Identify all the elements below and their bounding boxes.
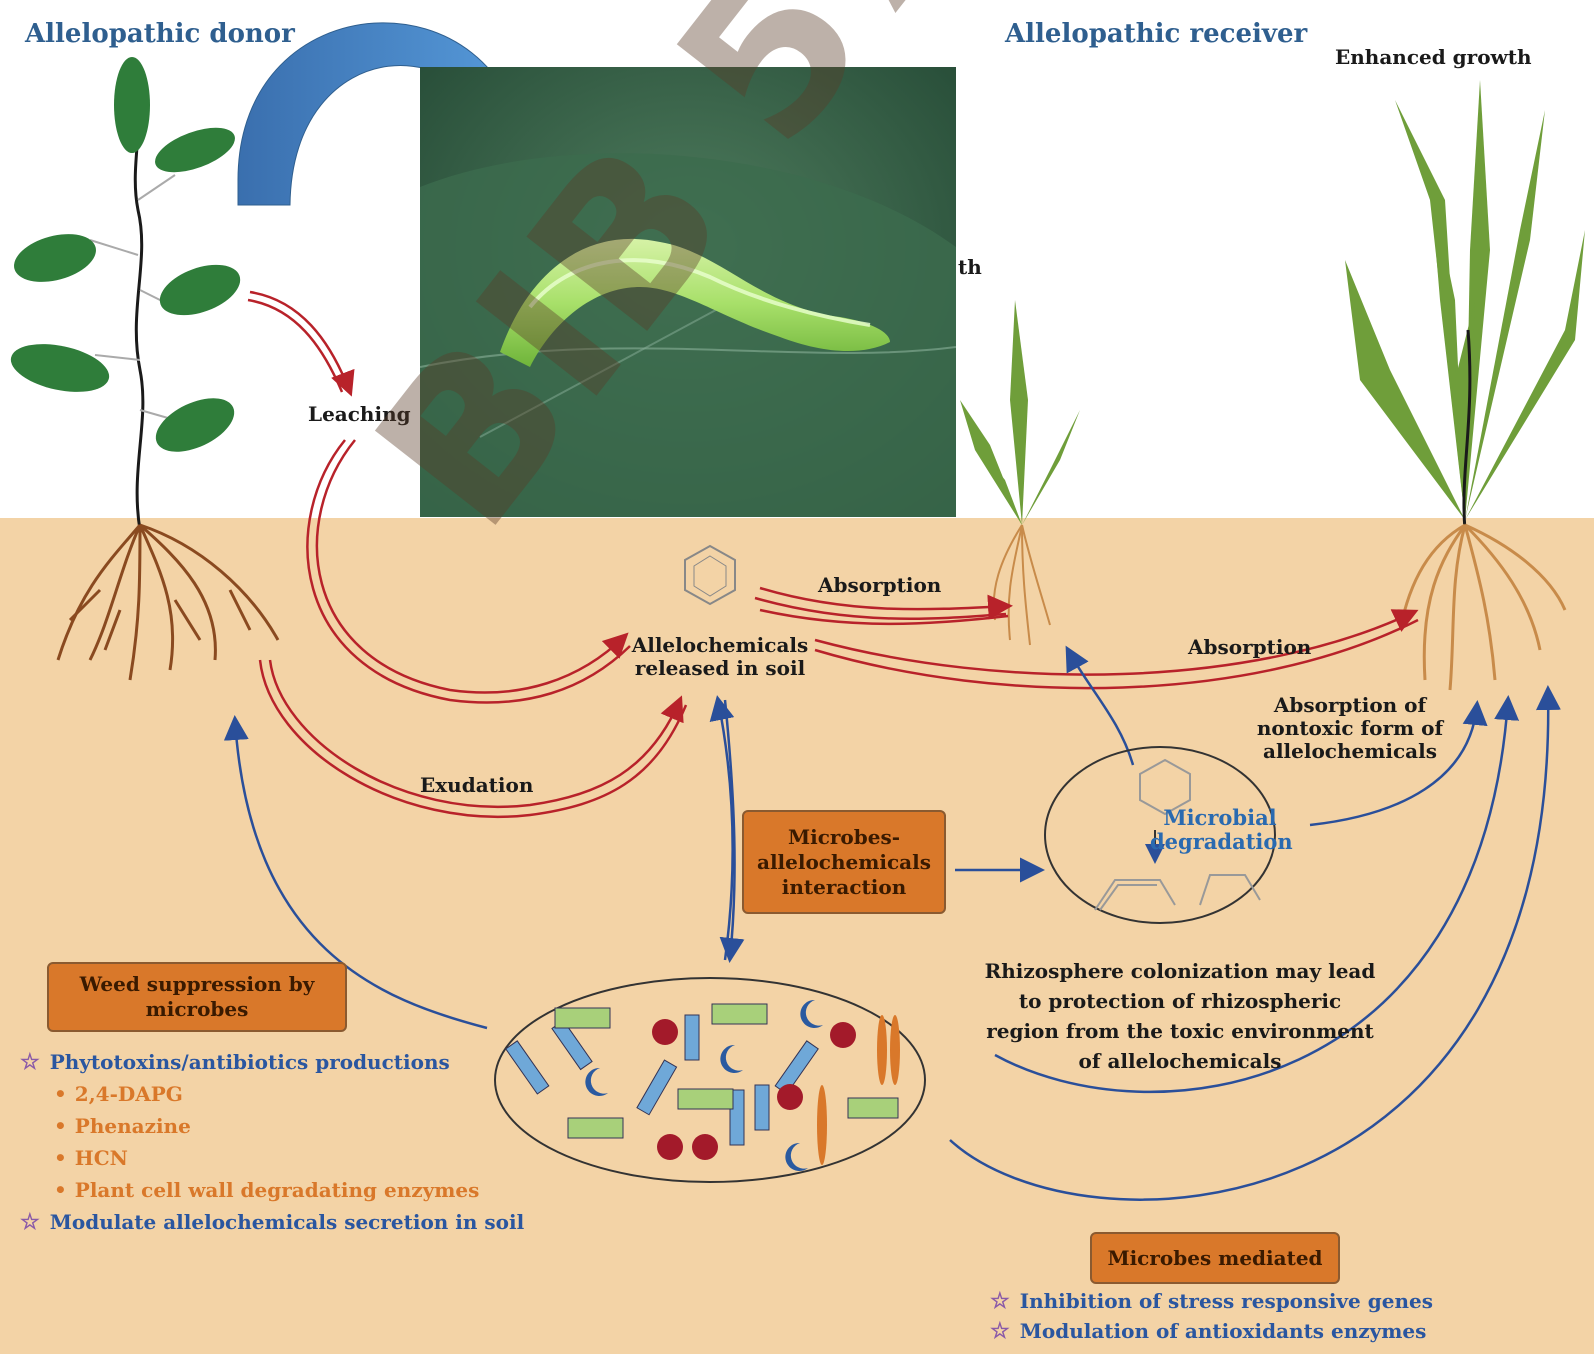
released-line-1: Allelochemicals (620, 634, 820, 657)
mediated-list: ☆Inhibition of stress responsive genes ☆… (990, 1286, 1433, 1346)
bullet-icon: • (54, 1082, 67, 1106)
absorption-label-2: Absorption (1188, 636, 1311, 659)
interaction-line-2: allelochemicals (757, 850, 931, 875)
leaching-label: Leaching (308, 403, 411, 426)
released-line-2: released in soil (620, 657, 820, 680)
allelochemicals-released-label: Allelochemicals released in soil (620, 634, 820, 680)
absorption-nontoxic-label: Absorption of nontoxic form of alleloche… (1250, 694, 1450, 763)
star-outline-icon: ☆ (990, 1318, 1010, 1344)
weed-list: ☆Phytotoxins/antibiotics productions •2,… (20, 1046, 524, 1238)
microbial-line-1: Microbial (1150, 806, 1290, 830)
enhanced-growth-label: Enhanced growth (1335, 46, 1532, 69)
list-item: ☆Phytotoxins/antibiotics productions (20, 1046, 524, 1078)
interaction-line-3: interaction (782, 875, 907, 900)
nontoxic-line-3: allelochemicals (1250, 740, 1450, 763)
inhibited-grass (960, 300, 1080, 525)
receiver-title: Allelopathic receiver (1005, 20, 1307, 50)
bullet-icon: • (54, 1146, 67, 1170)
list-item: •Plant cell wall degradating enzymes (20, 1174, 524, 1206)
star-outline-icon: ☆ (20, 1049, 40, 1075)
interaction-box: Microbes- allelochemicals interaction (742, 810, 946, 914)
rhizo-line-3: region from the toxic environment (980, 1016, 1380, 1046)
microbial-line-2: degradation (1150, 830, 1290, 854)
list-item: ☆Modulation of antioxidants enzymes (990, 1316, 1433, 1346)
donor-plant (7, 57, 247, 530)
interaction-line-1: Microbes- (788, 825, 900, 850)
caterpillar-photo (420, 67, 956, 517)
exudation-label: Exudation (420, 774, 533, 797)
rhizo-line-2: to protection of rhizospheric (980, 986, 1380, 1016)
list-item: ☆Modulate allelochemicals secretion in s… (20, 1206, 524, 1238)
list-item: ☆Inhibition of stress responsive genes (990, 1286, 1433, 1316)
bullet-icon: • (54, 1178, 67, 1202)
nontoxic-line-1: Absorption of (1250, 694, 1450, 717)
weed-line-2: microbes (146, 997, 249, 1022)
rhizosphere-label: Rhizosphere colonization may lead to pro… (980, 956, 1380, 1076)
star-outline-icon: ☆ (20, 1209, 40, 1235)
nontoxic-line-2: nontoxic form of (1250, 717, 1450, 740)
rhizo-line-4: of allelochemicals (980, 1046, 1380, 1076)
list-item: •HCN (20, 1142, 524, 1174)
partial-growth-label: th (958, 256, 982, 279)
microbial-degradation-label: Microbial degradation (1150, 806, 1290, 854)
list-item: •2,4-DAPG (20, 1078, 524, 1110)
donor-title: Allelopathic donor (25, 20, 295, 50)
absorption-label-1: Absorption (818, 574, 941, 597)
microbes-mediated-box: Microbes mediated (1090, 1232, 1340, 1284)
list-item: •Phenazine (20, 1110, 524, 1142)
weed-line-1: Weed suppression by (80, 972, 315, 997)
weed-suppression-box: Weed suppression by microbes (47, 962, 347, 1032)
rhizo-line-1: Rhizosphere colonization may lead (980, 956, 1380, 986)
bullet-icon: • (54, 1114, 67, 1138)
star-outline-icon: ☆ (990, 1288, 1010, 1314)
mediated-label: Microbes mediated (1107, 1246, 1322, 1271)
